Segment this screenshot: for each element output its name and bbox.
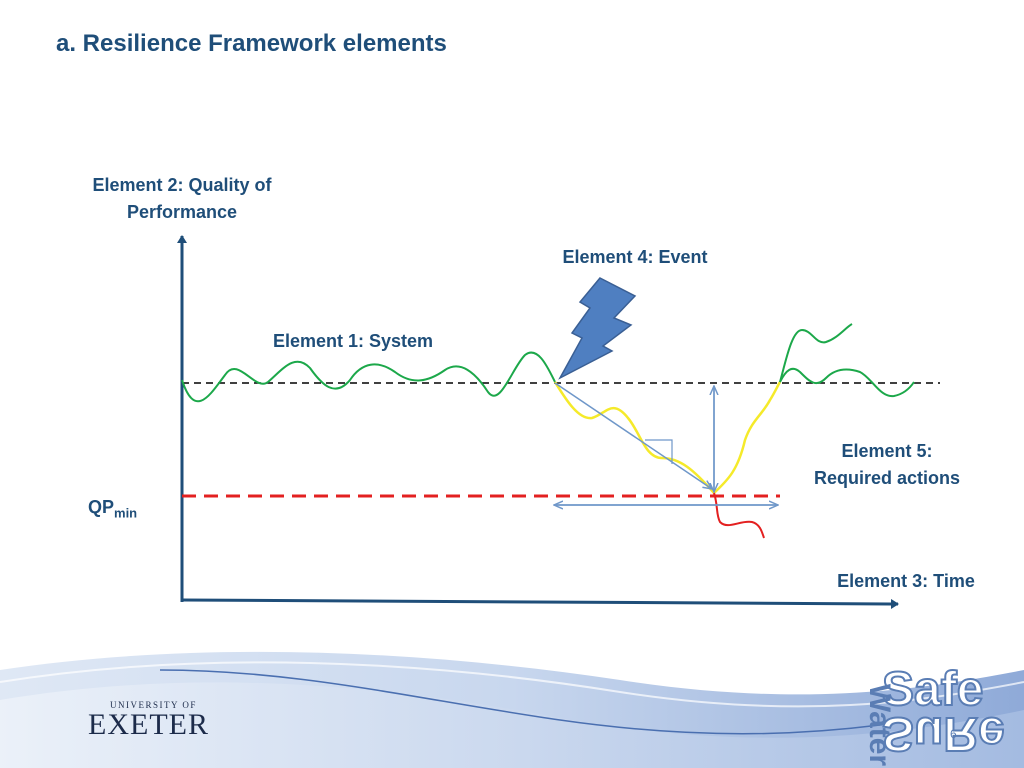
logo-water-text: Water [863, 683, 897, 767]
university-of-text: UNIVERSITY OF [110, 700, 197, 710]
degradation-curve [553, 381, 782, 495]
slide-title: a. Resilience Framework elements [56, 30, 447, 57]
lightning-event-icon [558, 277, 637, 380]
exeter-text: EXETER [88, 708, 209, 741]
logo-sure-text: SuRe [881, 706, 1006, 761]
qp-label-text: QP [88, 497, 115, 517]
footer-wave [0, 651, 1024, 768]
system-label: Element 1: System [272, 331, 434, 351]
required-actions-label: Element 5: Required actions [792, 438, 982, 492]
resilience-diagram [177, 235, 940, 609]
logo-safe-text: Safe [881, 662, 984, 717]
failure-curve [713, 492, 765, 539]
x-axis-label: Element 3: Time [837, 571, 975, 591]
qp-label-subscript: min [114, 505, 138, 521]
y-axis-label: Element 2: Quality of Performance [92, 175, 272, 222]
event-label: Element 4: Event [562, 247, 708, 267]
required-actions-line2: Required actions [813, 468, 961, 488]
recovery-curve-nominal [779, 367, 915, 398]
page-number: 6 [950, 727, 957, 741]
qp-min-label: QPmin [88, 494, 160, 527]
drop-arrow [554, 382, 712, 489]
x-axis [181, 598, 899, 609]
recovery-curve-upper [779, 323, 853, 383]
system-curve-before-event [181, 351, 556, 403]
slope-indicator [645, 439, 673, 464]
required-actions-line1: Element 5: [841, 441, 933, 461]
